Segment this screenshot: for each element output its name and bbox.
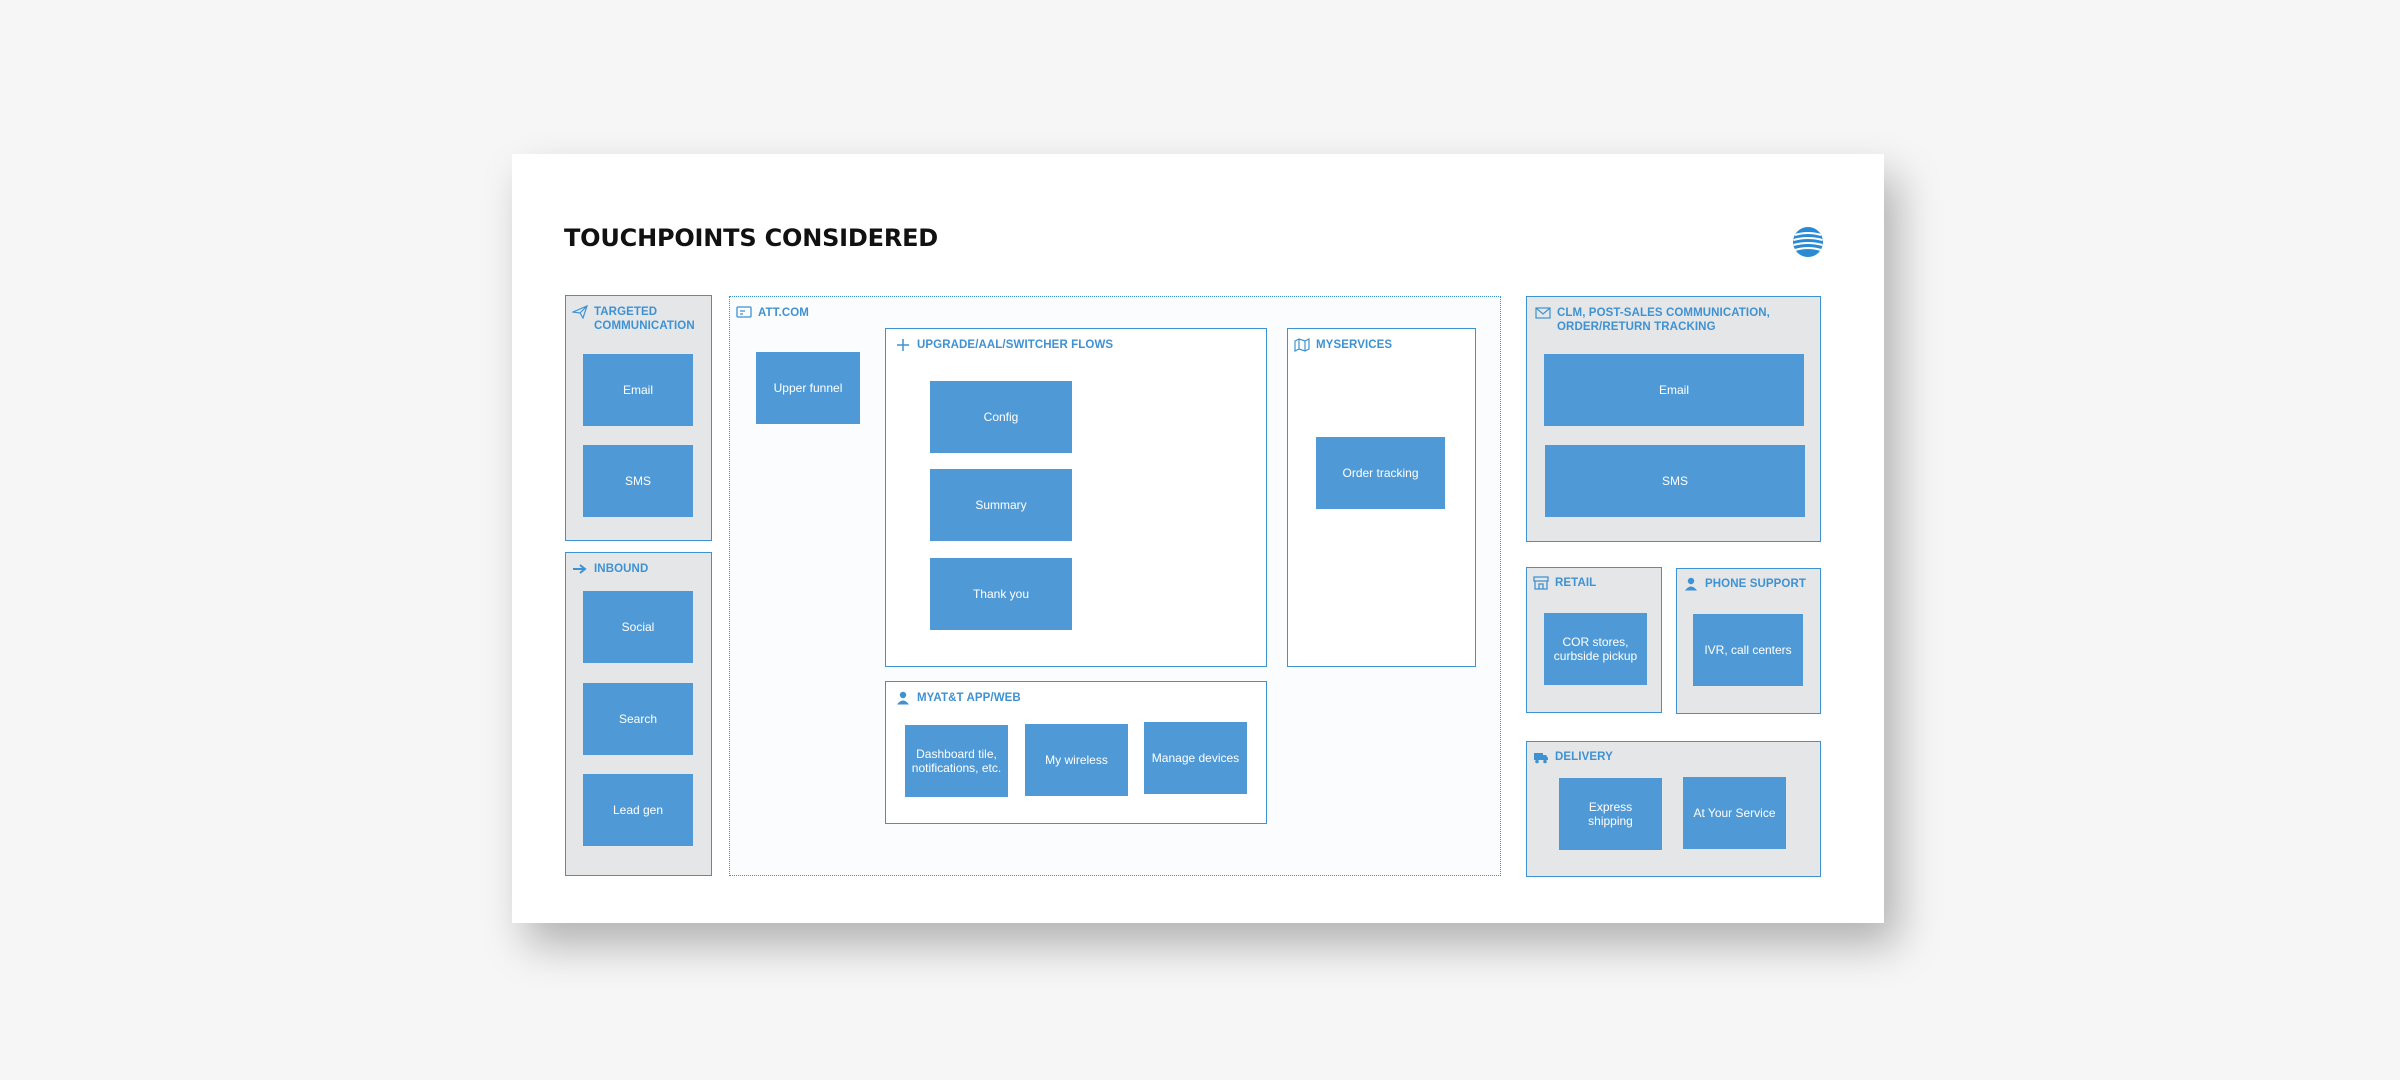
touchpoint-box: My wireless <box>1025 724 1128 796</box>
touchpoint-box: Order tracking <box>1316 437 1445 509</box>
delivery-panel: DELIVERY Express shipping At Your Servic… <box>1526 741 1821 877</box>
touchpoint-box: Dashboard tile, notifications, etc. <box>905 725 1008 797</box>
panel-label: PHONE SUPPORT <box>1705 578 1806 590</box>
phone-support-panel: PHONE SUPPORT IVR, call centers <box>1676 568 1821 714</box>
targeted-communication-panel: TARGETED COMMUNICATION Email SMS <box>565 295 712 541</box>
touchpoint-box: Email <box>1544 354 1804 426</box>
panel-label: CLM, POST-SALES COMMUNICATION, ORDER/RET… <box>1557 307 1770 333</box>
panel-label: TARGETED COMMUNICATION <box>594 306 695 332</box>
map-icon <box>1294 338 1310 352</box>
panel-label: DELIVERY <box>1555 751 1613 763</box>
slide: TOUCHPOINTS CONSIDERED TARGETED COMMUNIC… <box>512 154 1884 923</box>
upgrade-flows-panel: UPGRADE/AAL/SWITCHER FLOWS Config Summar… <box>885 328 1267 667</box>
paper-plane-icon <box>572 305 588 319</box>
panel-label: UPGRADE/AAL/SWITCHER FLOWS <box>917 339 1114 351</box>
touchpoint-box: Social <box>583 591 693 663</box>
touchpoint-box: At Your Service <box>1683 777 1786 849</box>
touchpoint-box: Express shipping <box>1559 778 1662 850</box>
touchpoint-box: Lead gen <box>583 774 693 846</box>
touchpoint-box: IVR, call centers <box>1693 614 1803 686</box>
panel-label: RETAIL <box>1555 577 1597 589</box>
panel-label: MYSERVICES <box>1316 339 1393 351</box>
touchpoint-box: SMS <box>1545 445 1805 517</box>
touchpoint-box: Summary <box>930 469 1072 541</box>
myservices-panel: MYSERVICES Order tracking <box>1287 328 1476 667</box>
touchpoint-box: COR stores, curbside pickup <box>1544 613 1647 685</box>
att-globe-logo <box>1793 227 1823 257</box>
upper-funnel-box: Upper funnel <box>756 352 860 424</box>
arrow-right-icon <box>573 564 587 574</box>
touchpoint-box: Email <box>583 354 693 426</box>
panel-label: MYAT&T APP/WEB <box>917 692 1021 704</box>
myatt-panel: MYAT&T APP/WEB Dashboard tile, notificat… <box>885 681 1267 824</box>
clm-panel: CLM, POST-SALES COMMUNICATION, ORDER/RET… <box>1526 296 1821 542</box>
touchpoint-box: Config <box>930 381 1072 453</box>
truck-icon <box>1534 753 1548 764</box>
envelope-icon <box>1535 307 1551 319</box>
touchpoint-box: SMS <box>583 445 693 517</box>
user-icon <box>897 691 909 705</box>
touchpoint-box: Search <box>583 683 693 755</box>
panel-label: INBOUND <box>594 563 649 575</box>
person-icon <box>1685 577 1697 591</box>
store-icon <box>1533 576 1549 590</box>
panel-label: ATT.COM <box>758 307 809 319</box>
page-title: TOUCHPOINTS CONSIDERED <box>564 224 939 252</box>
retail-panel: RETAIL COR stores, curbside pickup <box>1526 567 1662 713</box>
inbound-panel: INBOUND Social Search Lead gen <box>565 552 712 876</box>
monitor-icon <box>736 306 752 318</box>
touchpoint-box: Manage devices <box>1144 722 1247 794</box>
plus-icon <box>897 339 909 351</box>
touchpoint-box: Thank you <box>930 558 1072 630</box>
